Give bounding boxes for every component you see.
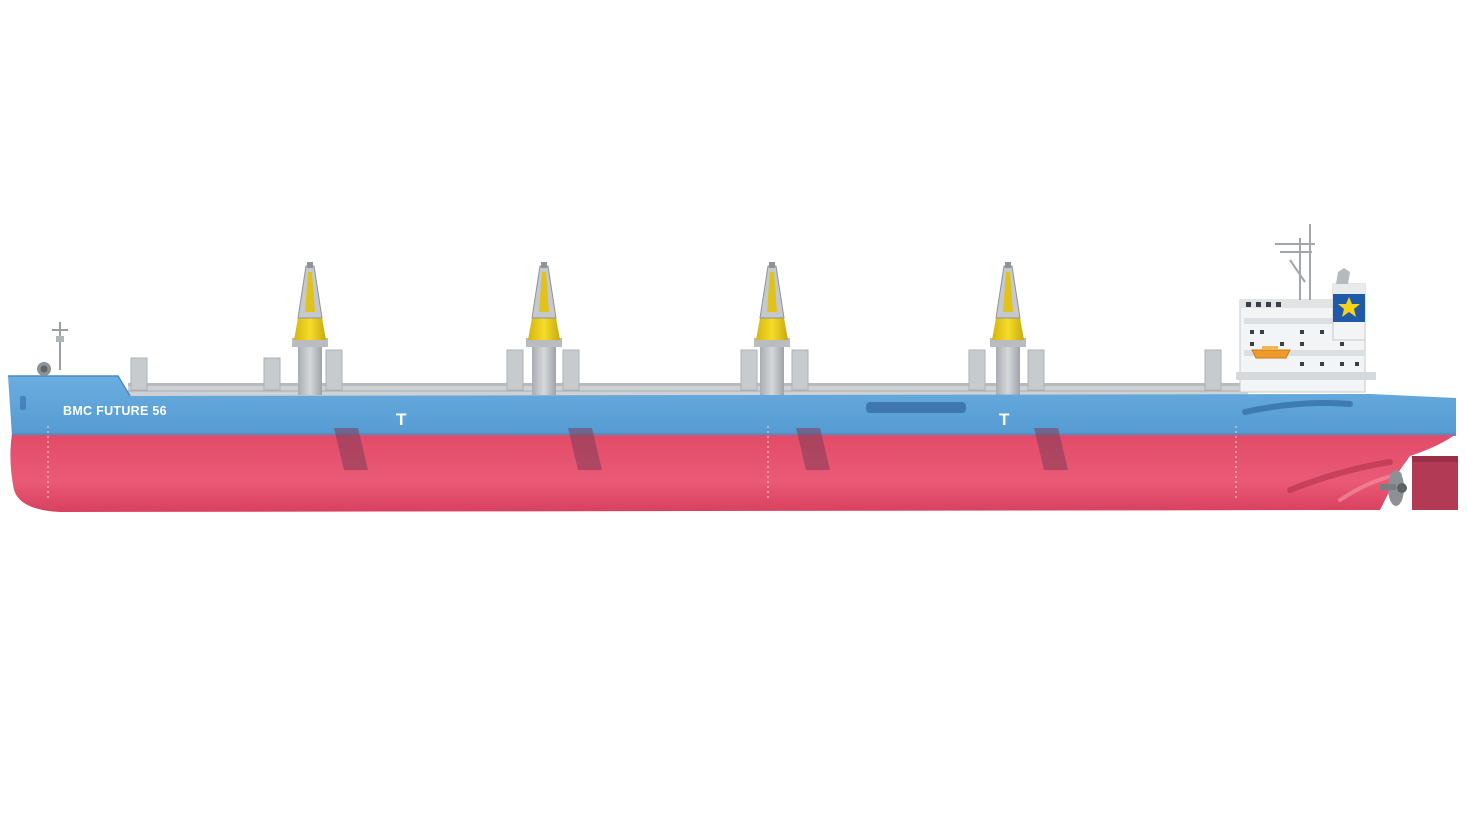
mast-icon bbox=[52, 322, 68, 370]
crane-3 bbox=[754, 262, 790, 395]
crane-1 bbox=[292, 262, 328, 395]
crane-2 bbox=[526, 262, 562, 395]
radar-mast bbox=[1275, 224, 1315, 300]
hull-topside bbox=[8, 376, 1456, 436]
crane-4 bbox=[990, 262, 1026, 395]
bow-thruster-mark: T bbox=[396, 410, 407, 429]
propeller-icon bbox=[1380, 470, 1407, 506]
crane-icon bbox=[754, 262, 790, 395]
lifeboat-icon bbox=[1251, 346, 1291, 359]
anchor-icon bbox=[20, 362, 51, 410]
hatch-covers bbox=[130, 349, 1222, 391]
funnel-icon bbox=[1332, 268, 1366, 341]
hull-bottom bbox=[10, 434, 1456, 512]
hull bbox=[8, 375, 1456, 512]
crane-icon bbox=[292, 262, 328, 395]
crane-icon bbox=[990, 262, 1026, 395]
crane-shadows bbox=[334, 428, 1068, 470]
rudder-icon bbox=[1412, 456, 1458, 510]
ship-name-label: BMC FUTURE 56 bbox=[63, 404, 167, 418]
crane-icon bbox=[526, 262, 562, 395]
accommodation-block bbox=[1236, 299, 1376, 393]
stern-thruster-mark: T bbox=[999, 410, 1010, 429]
